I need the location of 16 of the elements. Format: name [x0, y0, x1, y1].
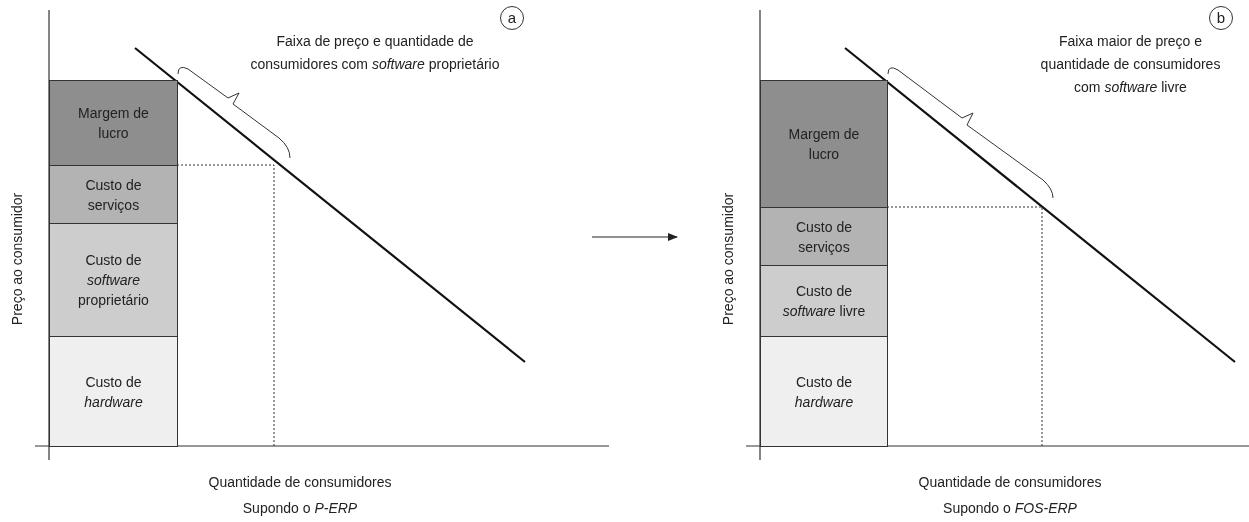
hardware-cost-bar: Custo de hardware — [49, 336, 178, 447]
axis-title: Quantidade de consumidores — [917, 473, 1103, 492]
profit-margin-bar: Margem de lucro — [49, 80, 178, 166]
panel-caption: Supondo o P-ERP — [241, 499, 359, 518]
range-note: Faixa de preço e quantidade de consumidores com software proprietário — [250, 32, 500, 74]
hardware-cost-bar: Custo de hardware — [760, 336, 888, 447]
software-cost-bar: Custo de software livre — [760, 265, 888, 337]
software-cost-bar: Custo de software proprietário — [49, 223, 178, 337]
axis-title: Preço ao consumidor — [719, 191, 737, 328]
services-cost-bar: Custo de serviços — [760, 207, 888, 266]
panel-caption: Supondo o FOS-ERP — [942, 499, 1078, 518]
services-cost-bar: Custo de serviços — [49, 165, 178, 224]
axis-title: Preço ao consumidor — [8, 191, 26, 328]
axis-title: Quantidade de consumidores — [207, 473, 393, 492]
profit-margin-bar: Margem de lucro — [760, 80, 888, 208]
range-note: Faixa maior de preço e quantidade de consumidores com software livre — [1039, 32, 1222, 97]
